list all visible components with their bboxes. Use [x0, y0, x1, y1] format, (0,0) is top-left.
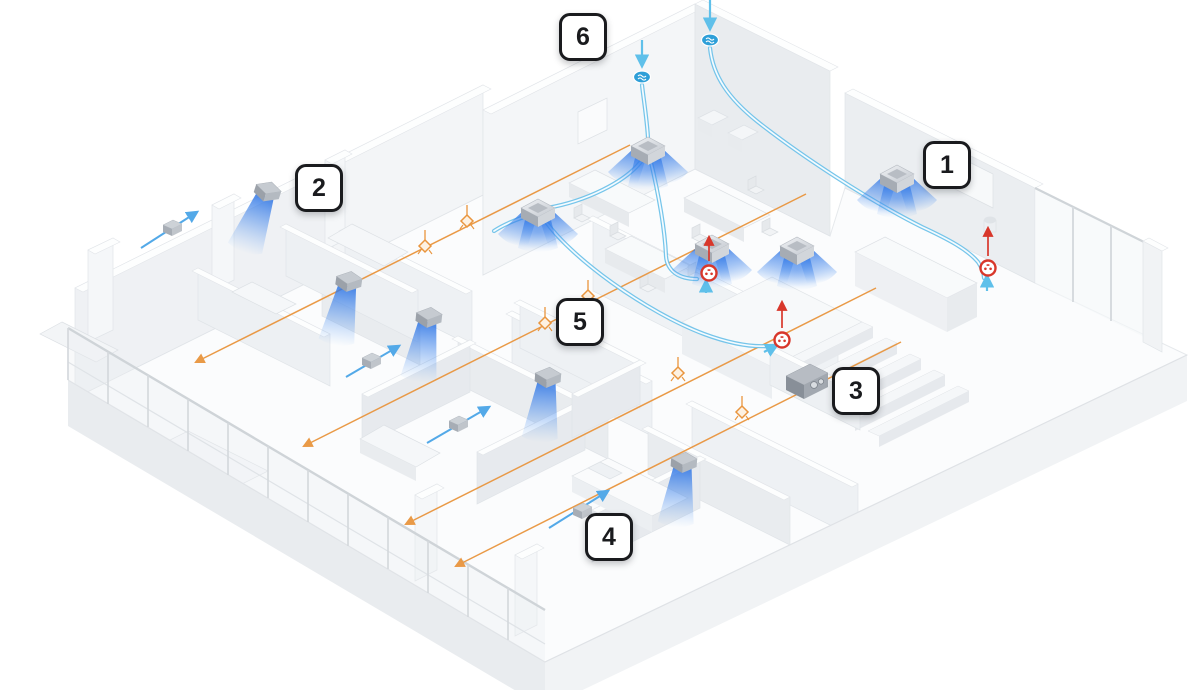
- callout-4[interactable]: 4: [585, 513, 633, 561]
- wall-board: [577, 97, 608, 145]
- cable-connector: [700, 33, 720, 47]
- glass-wall: [1035, 188, 1150, 340]
- callout-6[interactable]: 6: [559, 13, 607, 61]
- orange-cable-run: [302, 193, 807, 447]
- power-outlet: [773, 331, 791, 349]
- network-cable-core: [641, 84, 649, 139]
- callout-2-label: 2: [312, 173, 326, 202]
- callout-3[interactable]: 3: [832, 367, 880, 415]
- callout-4-label: 4: [602, 522, 616, 551]
- power-outlet: [700, 264, 718, 282]
- callout-1[interactable]: 1: [923, 141, 971, 189]
- callout-1-label: 1: [940, 150, 954, 179]
- callout-5[interactable]: 5: [556, 298, 604, 346]
- orange-cable-run: [194, 144, 631, 363]
- furniture: [39, 109, 997, 532]
- cable-connector: [632, 70, 652, 84]
- installation-layer: [140, 0, 997, 567]
- callout-5-label: 5: [573, 307, 587, 336]
- callout-3-label: 3: [849, 376, 863, 405]
- callout-6-label: 6: [576, 22, 590, 51]
- cable-arrow: [763, 343, 780, 357]
- callout-2[interactable]: 2: [295, 164, 343, 212]
- orange-cable-run: [404, 287, 877, 525]
- slab-front-faces: [67, 354, 1188, 690]
- power-outlet: [979, 259, 997, 277]
- network-cable-core: [541, 215, 769, 348]
